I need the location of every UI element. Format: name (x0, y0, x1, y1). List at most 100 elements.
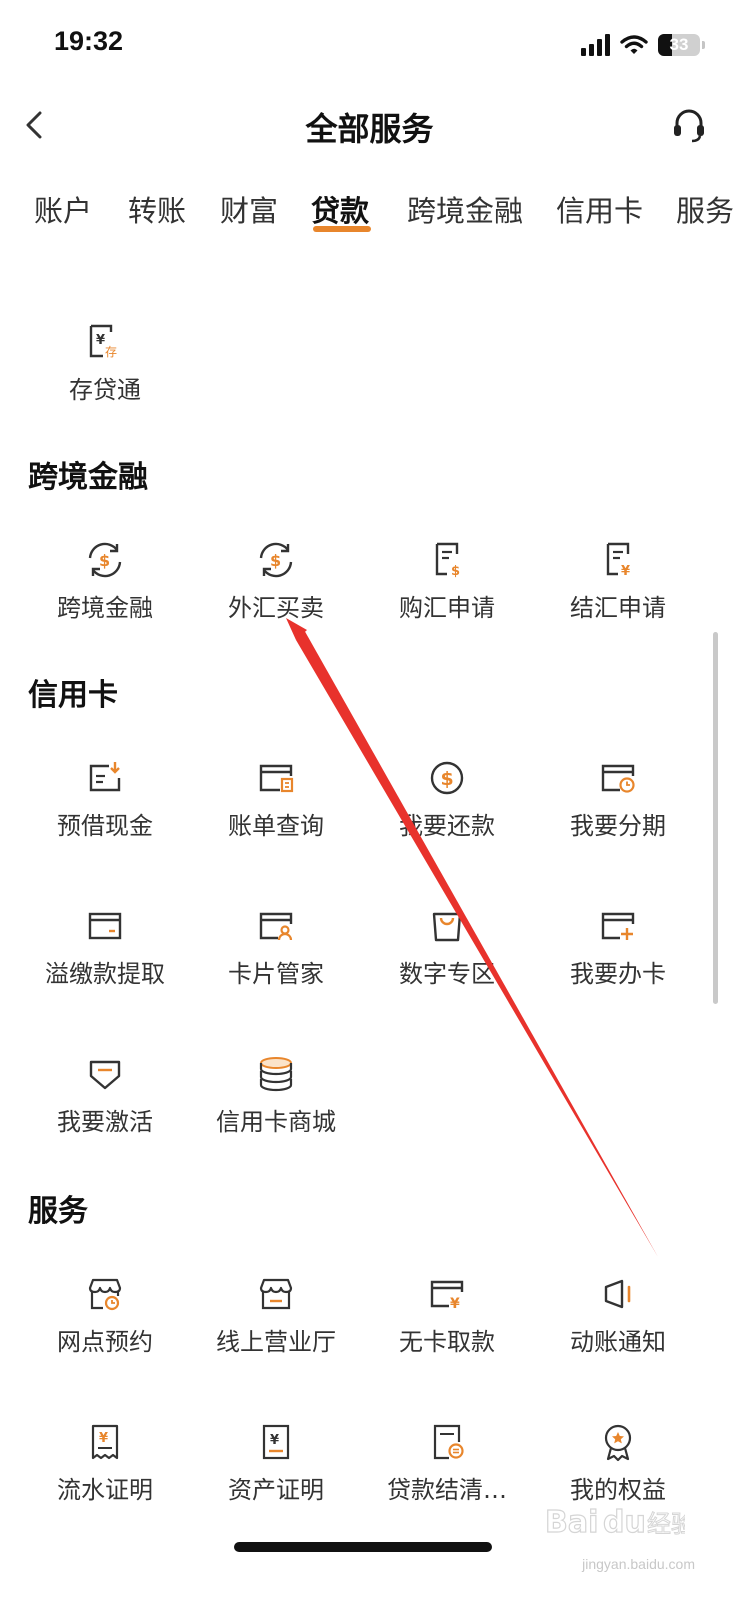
service-item-label: 无卡取款 (399, 1328, 495, 1356)
svg-text:$: $ (451, 564, 460, 579)
cardless-withdraw-icon: ¥ (430, 1280, 464, 1312)
currency-exchange-icon: $ (88, 542, 122, 578)
tab-loan[interactable]: 贷款 (311, 194, 370, 228)
dollar-document-icon: $ (435, 542, 460, 579)
scrollbar[interactable] (713, 632, 718, 1004)
service-item-forex-purchase[interactable]: $ 购汇申请 (357, 540, 537, 623)
battery-icon: 33 (658, 34, 700, 56)
loan-settlement-icon (433, 1424, 464, 1460)
service-item-label: 跨境金融 (57, 594, 153, 622)
service-item-bill-inquiry[interactable]: 账单查询 (186, 758, 366, 841)
dollar-circle-icon: $ (430, 761, 464, 795)
service-item-apply-card[interactable]: 我要办卡 (528, 906, 708, 989)
service-item-repayment[interactable]: $ 我要还款 (357, 758, 537, 841)
service-item-card-manager[interactable]: 卡片管家 (186, 906, 366, 989)
svg-text:$: $ (270, 551, 281, 570)
online-store-icon (259, 1278, 293, 1310)
back-button[interactable] (18, 105, 58, 145)
service-item-label: 流水证明 (57, 1476, 153, 1504)
card-withdraw-icon (88, 912, 122, 940)
service-item-forex-settlement[interactable]: ¥ 结汇申请 (528, 540, 708, 623)
battery-level: 33 (669, 35, 689, 54)
svg-text:存: 存 (105, 345, 117, 359)
service-item-online-branch[interactable]: 线上营业厅 (186, 1274, 366, 1357)
bill-card-icon (259, 764, 294, 793)
page-title: 全部服务 (305, 110, 434, 148)
status-icons: 33 (581, 30, 705, 60)
service-item-label: 账单查询 (228, 812, 324, 840)
card-user-icon (259, 912, 293, 941)
headset-icon (674, 109, 704, 143)
baidu-jingyan-watermark: Bai du 经验 (545, 1504, 685, 1540)
tab-transfer[interactable]: 转账 (128, 194, 187, 228)
svg-text:¥: ¥ (96, 333, 105, 348)
chevron-left-icon (26, 111, 42, 139)
service-item-label: 动账通知 (570, 1328, 666, 1356)
svg-text:$: $ (441, 768, 454, 790)
status-bar: 19:32 33 (0, 0, 739, 90)
yuan-document-icon: ¥ (606, 542, 630, 579)
service-item-label: 数字专区 (399, 960, 495, 988)
cellular-signal-icon (581, 34, 610, 56)
service-item-cash-advance[interactable]: 预借现金 (15, 758, 195, 841)
service-item-label: 网点预约 (57, 1328, 153, 1356)
service-item-label: 我要激活 (57, 1108, 153, 1136)
tab-account[interactable]: 账户 (34, 194, 93, 228)
service-item-label: 我要分期 (570, 812, 666, 840)
svg-text:¥: ¥ (99, 1431, 108, 1446)
service-item-my-benefits[interactable]: 我的权益 (528, 1422, 708, 1505)
service-item-digital-zone[interactable]: 数字专区 (357, 906, 537, 989)
service-item-asset-proof[interactable]: ¥ 资产证明 (186, 1422, 366, 1505)
service-item-activate-card[interactable]: 我要激活 (15, 1054, 195, 1137)
service-item-cardless-withdrawal[interactable]: ¥ 无卡取款 (357, 1274, 537, 1357)
customer-service-button[interactable] (669, 104, 709, 144)
svg-text:du: du (603, 1505, 646, 1540)
deposit-loan-icon: ¥ 存 (89, 324, 117, 359)
service-item-deposit-loan[interactable]: ¥ 存 存贷通 (15, 322, 195, 405)
service-item-statement-proof[interactable]: ¥ 流水证明 (15, 1422, 195, 1505)
cash-advance-icon (89, 762, 121, 792)
battery-tip (702, 41, 705, 49)
service-item-label: 溢缴款提取 (45, 960, 165, 988)
service-item-forex-trading[interactable]: $ 外汇买卖 (186, 540, 366, 623)
service-item-branch-appointment[interactable]: 网点预约 (15, 1274, 195, 1357)
svg-text:¥: ¥ (450, 1296, 460, 1312)
service-item-label: 购汇申请 (399, 594, 495, 622)
badge-icon (604, 1424, 632, 1462)
service-item-label: 线上营业厅 (216, 1328, 336, 1356)
svg-text:$: $ (99, 551, 110, 570)
tab-cross-border[interactable]: 跨境金融 (407, 194, 524, 228)
service-item-label: 存贷通 (69, 376, 141, 404)
svg-text:经验: 经验 (647, 1510, 685, 1538)
branch-appointment-icon (88, 1278, 122, 1311)
service-item-overpayment-withdraw[interactable]: 溢缴款提取 (15, 906, 195, 989)
svg-text:Bai: Bai (545, 1505, 598, 1540)
service-item-credit-card-mall[interactable]: 信用卡商城 (186, 1054, 366, 1137)
service-item-loan-settlement[interactable]: 贷款结清… (357, 1422, 537, 1505)
tab-wealth[interactable]: 财富 (220, 194, 279, 228)
service-item-transaction-alert[interactable]: 动账通知 (528, 1274, 708, 1357)
speaker-icon (604, 1279, 631, 1309)
service-item-label: 结汇申请 (570, 594, 666, 622)
wifi-icon (620, 35, 648, 54)
section-title-cross-border: 跨境金融 (28, 460, 148, 495)
section-title-credit-card: 信用卡 (28, 678, 118, 713)
service-item-cross-border-finance[interactable]: $ 跨境金融 (15, 540, 195, 623)
coins-icon (259, 1057, 293, 1092)
service-item-label: 信用卡商城 (216, 1108, 336, 1136)
tab-credit-card[interactable]: 信用卡 (556, 194, 644, 228)
service-item-label: 贷款结清… (387, 1476, 507, 1504)
service-item-installment[interactable]: 我要分期 (528, 758, 708, 841)
navigation-bar: 全部服务 (0, 90, 739, 160)
service-item-label: 我要还款 (399, 812, 495, 840)
service-item-label: 预借现金 (57, 812, 153, 840)
shopping-bag-icon (432, 912, 462, 942)
tab-services[interactable]: 服务 (676, 194, 735, 228)
home-indicator (234, 1542, 492, 1552)
svg-text:¥: ¥ (270, 1433, 279, 1448)
currency-exchange-icon: $ (259, 542, 293, 578)
card-add-icon (601, 912, 635, 940)
watermark-url: jingyan.baidu.com (582, 1556, 695, 1572)
service-item-label: 外汇买卖 (228, 594, 324, 622)
service-item-label: 资产证明 (228, 1476, 324, 1504)
